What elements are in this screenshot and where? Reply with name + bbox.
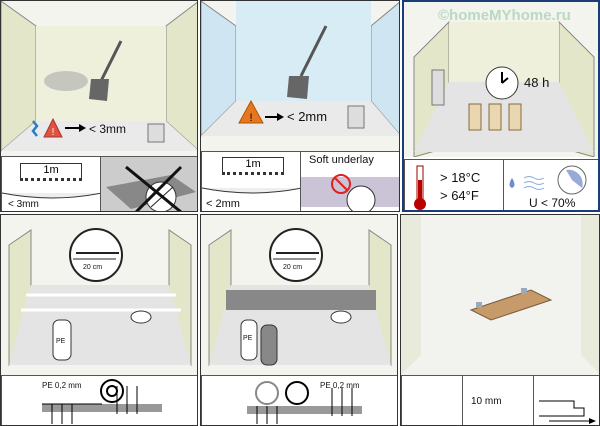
film-label: PE 0,2 mm bbox=[42, 381, 82, 390]
panel-clean-floor: ! < 3mm 1m < 3mm bbox=[0, 0, 198, 212]
room-illustration: ! bbox=[1, 1, 197, 156]
film-diagram: PE 0,2 mm bbox=[201, 375, 397, 425]
roll-label: PE bbox=[56, 338, 66, 345]
magnifier-icon bbox=[269, 228, 323, 282]
info-icon bbox=[347, 105, 365, 129]
panel-acclimate: ©homeMYhome.ru 48 h > 18°C > 64°F U < 70… bbox=[402, 0, 600, 212]
waves-icon bbox=[523, 176, 545, 190]
click-joint-diagram bbox=[533, 375, 599, 425]
room-illustration bbox=[1, 215, 197, 375]
temp-fahrenheit: > 64°F bbox=[440, 188, 479, 203]
laminate-board bbox=[469, 289, 553, 321]
humidity-label: U < 70% bbox=[529, 196, 576, 210]
film-diagram: PE 0,2 mm bbox=[1, 375, 197, 425]
ruler: 1m bbox=[20, 163, 82, 181]
temperature-requirement: > 18°C > 64°F bbox=[404, 159, 504, 210]
roll-spiral-icon bbox=[100, 379, 124, 403]
panel-level-floor: ! < 2mm 1m < 2mm Soft underlay bbox=[200, 0, 400, 212]
box-icon bbox=[468, 103, 482, 131]
watermark: ©homeMYhome.ru bbox=[438, 7, 571, 24]
svg-text:!: ! bbox=[249, 112, 252, 124]
soft-underlay-diagram: Soft underlay bbox=[300, 151, 399, 211]
humidity-requirement: U < 70% bbox=[503, 159, 598, 210]
prohibited-icon bbox=[331, 174, 351, 194]
flatness-diagram: 1m < 3mm bbox=[1, 156, 101, 211]
room-illustration: ! bbox=[201, 1, 399, 151]
underlay-label: Soft underlay bbox=[309, 154, 374, 166]
ruler: 1m bbox=[222, 157, 284, 175]
droplet-icon bbox=[509, 178, 515, 188]
spacer-icon bbox=[476, 302, 482, 308]
thermometer-icon bbox=[414, 198, 426, 210]
film-label: PE 0,2 mm bbox=[320, 381, 360, 390]
panel-expansion-gap: 10 mm bbox=[400, 214, 600, 426]
overlap-label: 20 cm bbox=[283, 264, 303, 271]
no-carpet-diagram bbox=[100, 156, 197, 211]
room-illustration bbox=[201, 215, 397, 375]
roll-spiral-icon bbox=[285, 381, 309, 405]
panel-pe-film-overlap: 20 cm PE PE 0,2 mm bbox=[200, 214, 398, 426]
cross-icon bbox=[125, 165, 183, 211]
moisture-icon bbox=[31, 120, 39, 137]
gap-label: 10 mm bbox=[471, 396, 502, 407]
tape-roll-icon bbox=[260, 324, 278, 366]
gap-label: < 3mm bbox=[8, 199, 39, 210]
gap-label: < 2mm bbox=[206, 198, 240, 210]
room-illustration bbox=[404, 2, 598, 157]
gap-diagram: 10 mm bbox=[462, 375, 534, 425]
pe-roll-icon bbox=[240, 319, 258, 361]
room-illustration bbox=[401, 215, 599, 375]
tolerance-label: < 3mm bbox=[89, 122, 127, 136]
time-label: 48 h bbox=[524, 75, 550, 90]
panel-pe-film: 20 cm PE PE 0,2 mm bbox=[0, 214, 198, 426]
flatness-diagram: 1m < 2mm bbox=[201, 151, 301, 211]
tolerance-label: < 2mm bbox=[287, 109, 328, 124]
temp-celsius: > 18°C bbox=[440, 170, 481, 185]
warning-icon bbox=[43, 117, 63, 138]
radiator-icon bbox=[431, 69, 445, 106]
spacer-corner-diagram bbox=[401, 375, 463, 425]
info-icon bbox=[147, 123, 165, 143]
warning-icon bbox=[238, 99, 264, 124]
overlap-label: 20 cm bbox=[83, 264, 103, 271]
svg-text:!: ! bbox=[52, 127, 55, 138]
magnifier-icon bbox=[69, 228, 123, 282]
pe-roll-icon bbox=[52, 319, 72, 361]
roll-label: PE bbox=[243, 335, 253, 342]
